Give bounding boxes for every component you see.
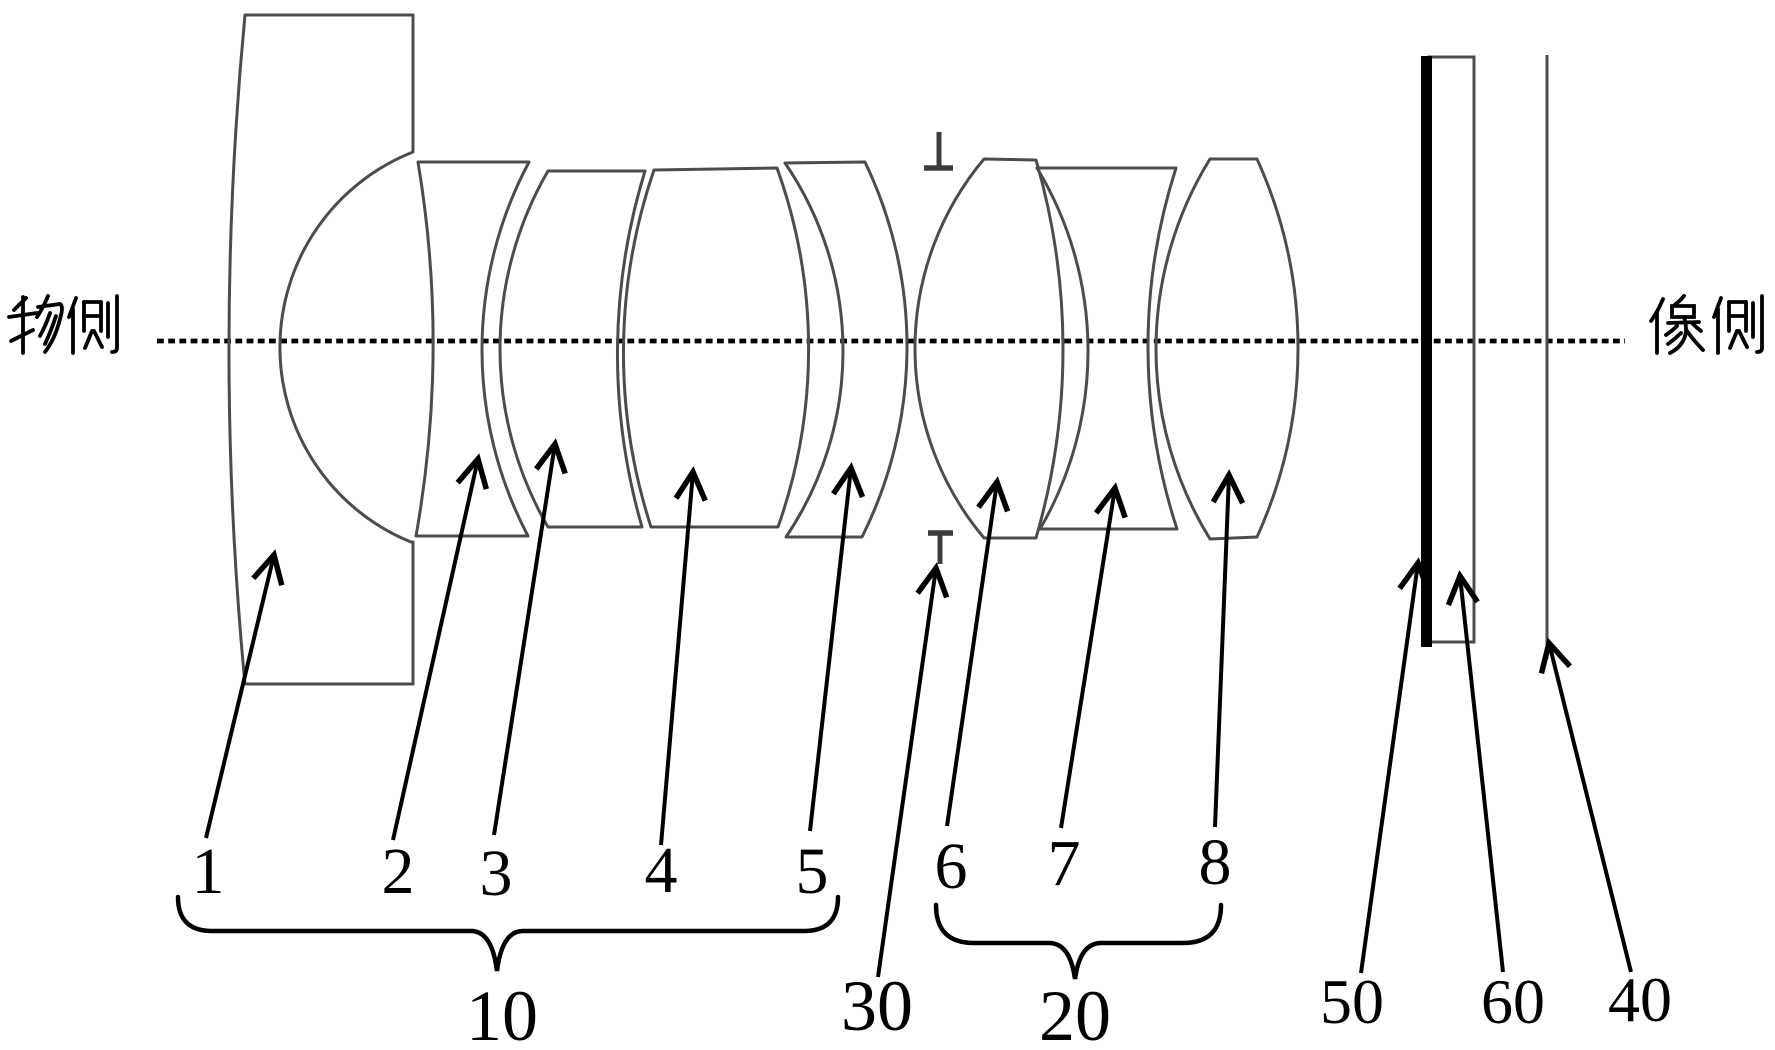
svg-text:7: 7 — [1048, 827, 1081, 900]
svg-text:60: 60 — [1481, 966, 1545, 1037]
svg-text:20: 20 — [1039, 976, 1111, 1050]
svg-text:1: 1 — [192, 835, 225, 908]
svg-text:10: 10 — [466, 976, 538, 1050]
svg-text:6: 6 — [935, 830, 968, 903]
svg-text:5: 5 — [796, 835, 829, 908]
svg-text:4: 4 — [645, 834, 678, 907]
svg-text:50: 50 — [1320, 966, 1384, 1037]
svg-text:30: 30 — [841, 966, 913, 1046]
svg-text:2: 2 — [382, 835, 415, 908]
svg-text:8: 8 — [1199, 826, 1232, 899]
svg-text:3: 3 — [480, 837, 513, 910]
svg-text:40: 40 — [1608, 964, 1672, 1035]
